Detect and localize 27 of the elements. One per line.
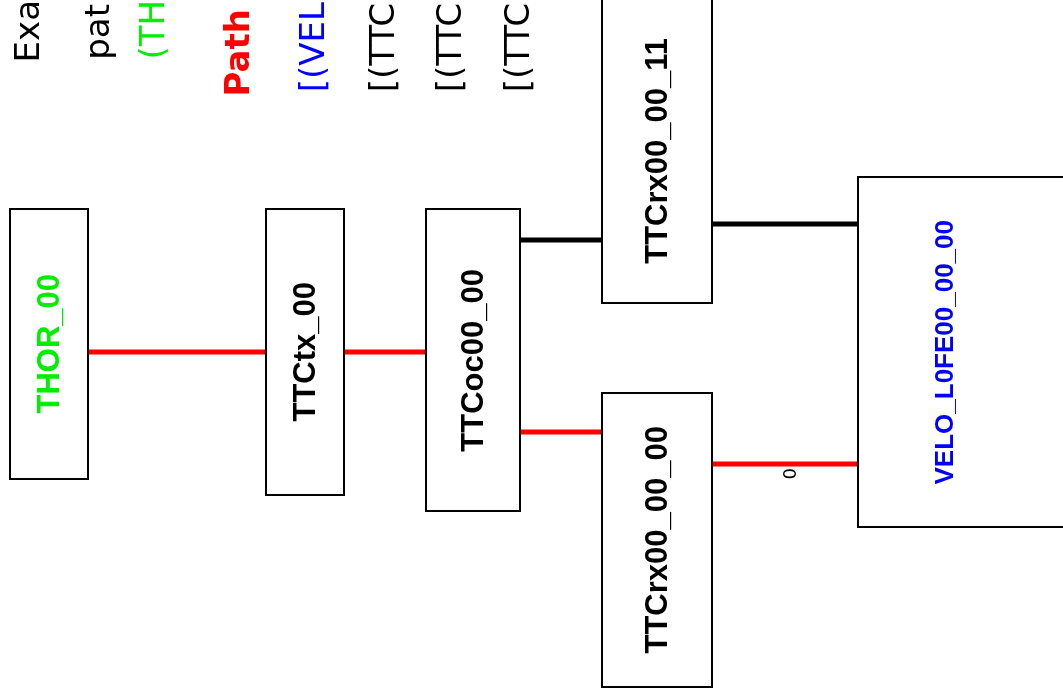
node-box: [425, 208, 521, 512]
text-line: [(VEL: [295, 1, 329, 92]
text-line: [(TTC: [365, 2, 399, 92]
node-label: TTCrx00_00_00: [639, 426, 675, 654]
text-line: [(TTC: [500, 2, 534, 92]
node-box: [601, 392, 713, 688]
text-line: Exa: [10, 0, 44, 62]
node-box: [265, 208, 345, 496]
connector-line: [89, 349, 265, 355]
node-box: [857, 176, 1063, 528]
edge-label: 0: [781, 468, 799, 480]
text-line: Path: [220, 8, 254, 96]
node-label: TTCtx_00: [287, 282, 323, 422]
connector-line: [521, 237, 601, 243]
text-line: pat: [80, 4, 114, 60]
connector-line: [345, 349, 425, 355]
node-box: [9, 208, 89, 480]
connector-line: [521, 429, 601, 435]
node-label: TTCrx00_00_11: [639, 38, 675, 264]
node-box: [601, 0, 713, 304]
connector-line: [713, 461, 857, 467]
text-line: (TH: [135, 0, 169, 60]
node-label: THOR_00: [31, 274, 67, 414]
node-label: TTCoc00_00: [455, 268, 491, 452]
text-line: [(TTC: [432, 2, 466, 92]
node-label: VELO_L0FE00_00_00: [929, 219, 960, 485]
connector-line: [713, 221, 857, 227]
